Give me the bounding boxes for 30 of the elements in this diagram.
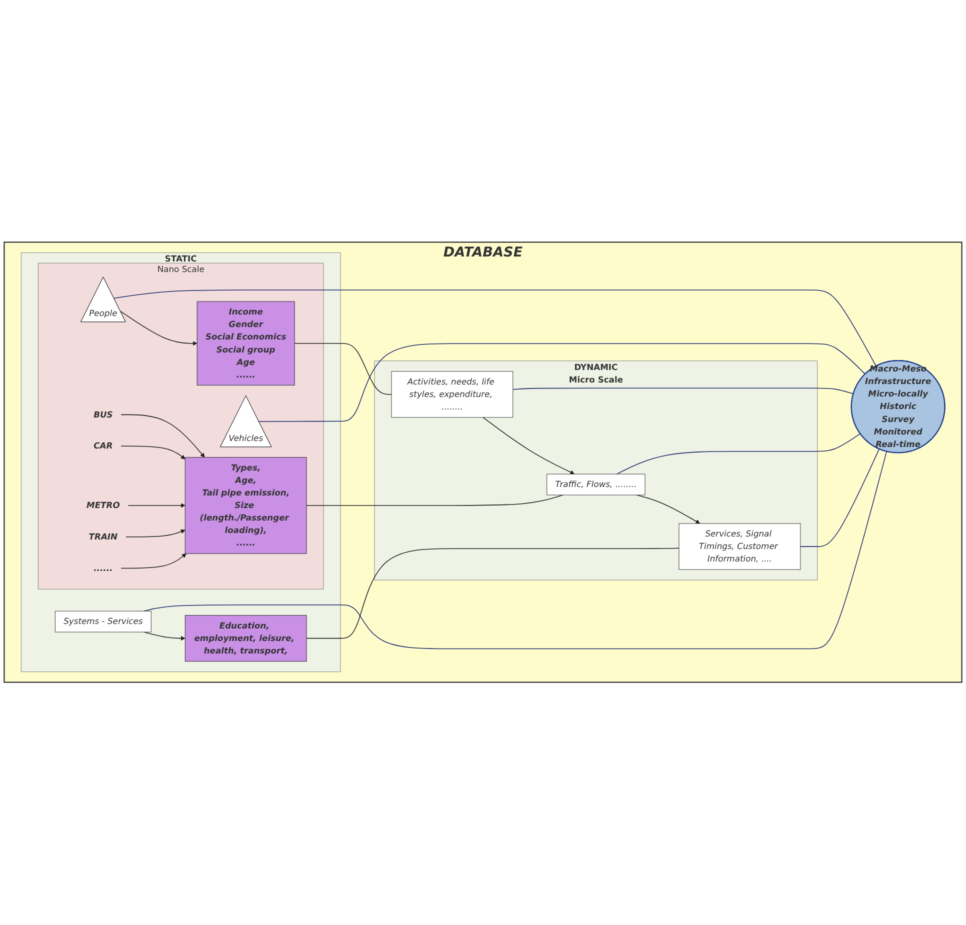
connector [113,290,877,367]
node-text: ...... [94,563,113,574]
connector [512,388,854,394]
connector [800,448,880,548]
arrow [120,414,205,458]
node-box: Traffic, Flows, ........ [546,474,646,496]
arrow [120,311,198,346]
arrow [143,632,186,641]
arrow [128,503,186,508]
connector [294,343,392,396]
node-box: Systems - Services [54,611,152,633]
arrow [120,446,186,460]
arrow [482,417,575,475]
connector [306,494,564,506]
node-text: CAR [94,441,113,452]
arrow [636,494,700,524]
connector [143,451,887,650]
connector [616,434,861,475]
connector [306,548,680,639]
node-box: Education, employment, leisure, health, transport, [184,615,307,662]
node-text: METRO [86,500,120,510]
node-box: Types, Age, Tail pipe emission, Size (length./Passenger loading), ...... [184,457,307,554]
node-text: BUS [94,410,113,420]
node-box: Activities, needs, life styles, expenditure, ........ [391,371,514,418]
node-text: TRAIN [88,532,118,542]
arrow [120,554,186,569]
connector [258,344,866,422]
arrow [126,530,186,538]
node-box: Income Gender Social Economics Social group Age ...... [196,302,295,386]
node-box: Services, Signal Timings, Customer Information, .... [678,524,801,570]
